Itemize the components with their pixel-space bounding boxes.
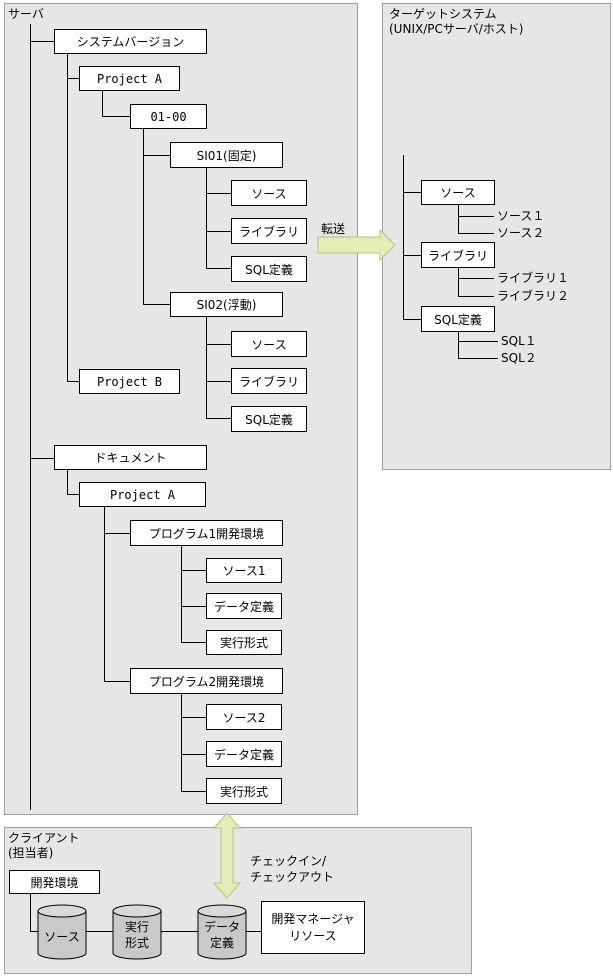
- connector-line: [67, 470, 68, 495]
- program2-node[interactable]: プログラム2開発環境: [130, 668, 283, 694]
- checkin-checkout-arrow: [212, 812, 242, 899]
- connector-line: [143, 304, 170, 305]
- target-source-node[interactable]: ソース: [421, 180, 495, 205]
- connector-line: [403, 192, 421, 193]
- dev-env-node[interactable]: 開発環境: [9, 870, 100, 894]
- connector-line: [30, 893, 31, 932]
- data-def-cylinder[interactable]: [197, 904, 247, 960]
- connector-line: [181, 694, 182, 792]
- executable-cylinder-label: 実行 形式: [124, 920, 149, 950]
- project-b-node[interactable]: Project B: [79, 369, 180, 394]
- connector-line: [403, 255, 421, 256]
- connector-line: [458, 233, 494, 234]
- target-source-item: ソース１: [497, 209, 545, 223]
- target-library-item: ライブラリ１: [497, 271, 570, 285]
- target-library-node[interactable]: ライブラリ: [421, 242, 495, 268]
- connector-line: [206, 193, 231, 194]
- program2-source-node[interactable]: ソース2: [206, 704, 282, 730]
- source-cylinder-label: ソース: [44, 930, 80, 944]
- si01-node[interactable]: SI01(固定): [170, 142, 283, 168]
- program2-executable-node[interactable]: 実行形式: [206, 778, 282, 804]
- connector-line: [458, 296, 494, 297]
- program1-data-def-node[interactable]: データ定義: [206, 593, 282, 619]
- target-source-item: ソース２: [497, 226, 545, 240]
- server-title: サーバ: [8, 7, 44, 21]
- connector-line: [181, 606, 206, 607]
- server-trunk-line: [30, 24, 31, 810]
- connector-line: [143, 129, 144, 305]
- target-sql-item: SQL１: [501, 334, 537, 348]
- si01-library-node[interactable]: ライブラリ: [231, 218, 307, 244]
- connector-line: [181, 570, 206, 571]
- connector-line: [67, 381, 79, 382]
- connector-line: [458, 278, 494, 279]
- connector-line: [403, 319, 421, 320]
- connector-line: [206, 231, 231, 232]
- connector-line: [104, 533, 130, 534]
- target-title: ターゲットシステム (UNIX/PCサーバ/ホスト): [389, 7, 524, 36]
- connector-line: [206, 381, 231, 382]
- connector-line: [206, 317, 207, 419]
- si02-source-node[interactable]: ソース: [231, 331, 307, 357]
- target-panel: [382, 3, 611, 470]
- connector-line: [181, 642, 206, 643]
- system-version-node[interactable]: システムバージョン: [54, 29, 207, 54]
- dev-manager-resource-node[interactable]: 開発マネージャ リソース: [261, 901, 365, 954]
- connector-line: [458, 358, 498, 359]
- target-sql-item: SQL２: [501, 351, 537, 365]
- doc-project-a-node[interactable]: Project A: [79, 482, 206, 507]
- si02-node[interactable]: SI02(浮動): [170, 292, 283, 317]
- program1-node[interactable]: プログラム1開発環境: [130, 520, 283, 546]
- client-title: クライアント (担当者): [8, 831, 80, 860]
- transfer-arrow: [317, 228, 396, 262]
- connector-line: [181, 717, 206, 718]
- target-library-item: ライブラリ２: [497, 289, 570, 303]
- target-trunk-line: [403, 155, 404, 320]
- version-node[interactable]: 01-00: [130, 104, 207, 129]
- connector-line: [206, 268, 231, 269]
- connector-line: [30, 458, 54, 459]
- connector-line: [102, 116, 130, 117]
- connector-line: [458, 216, 494, 217]
- connector-line: [206, 418, 231, 419]
- executable-cylinder[interactable]: [112, 904, 162, 960]
- si01-source-node[interactable]: ソース: [231, 180, 307, 206]
- target-sql-node[interactable]: SQL定義: [421, 306, 495, 332]
- program1-executable-node[interactable]: 実行形式: [206, 630, 282, 655]
- connector-line: [143, 155, 170, 156]
- connector-line: [181, 546, 182, 643]
- data-def-cylinder-label: データ 定義: [203, 920, 240, 950]
- connector-line: [67, 78, 79, 79]
- connector-line: [458, 205, 459, 234]
- connector-line: [67, 53, 68, 382]
- connector-line: [30, 41, 54, 42]
- documents-node[interactable]: ドキュメント: [54, 445, 207, 470]
- source-cylinder[interactable]: [37, 904, 87, 960]
- connector-line: [181, 791, 206, 792]
- checkin-checkout-label: チェックイン/ チェックアウト: [250, 854, 335, 884]
- si02-sql-node[interactable]: SQL定義: [231, 406, 307, 432]
- project-a-node[interactable]: Project A: [79, 66, 180, 91]
- connector-line: [206, 344, 231, 345]
- connector-line: [67, 494, 79, 495]
- connector-line: [206, 168, 207, 269]
- connector-line: [458, 341, 498, 342]
- program1-source-node[interactable]: ソース1: [206, 558, 282, 583]
- connector-line: [104, 507, 105, 682]
- transfer-label: 転送: [321, 222, 346, 236]
- connector-line: [102, 91, 103, 117]
- si02-library-node[interactable]: ライブラリ: [231, 368, 307, 394]
- program2-data-def-node[interactable]: データ定義: [206, 741, 282, 767]
- si01-sql-node[interactable]: SQL定義: [231, 256, 307, 282]
- connector-line: [458, 332, 459, 359]
- connector-line: [458, 268, 459, 297]
- connector-line: [104, 681, 130, 682]
- connector-line: [181, 754, 206, 755]
